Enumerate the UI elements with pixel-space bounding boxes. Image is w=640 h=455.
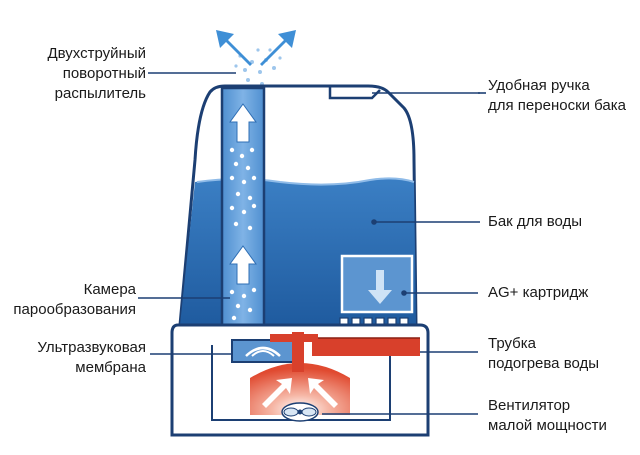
label-nozzle: Двухструйный поворотный распылитель (47, 45, 147, 102)
air-arrow-icon (308, 378, 338, 408)
tank-handle (328, 86, 381, 100)
mist-arrows (216, 30, 296, 66)
ultrasonic-membrane (231, 339, 295, 363)
vapor-up-arrows (229, 103, 257, 285)
hot-air-flow (250, 332, 350, 415)
label-chamber: Камера парообразования (13, 281, 136, 318)
up-arrow-icon (229, 245, 257, 285)
label-handle: Удобная ручка для переноски бака (488, 77, 627, 114)
vapor-dots (229, 147, 257, 321)
label-tank: Бак для воды (488, 213, 583, 230)
down-arrow-icon (368, 270, 392, 304)
mist-arrow-left-icon (216, 30, 252, 66)
label-heater: Трубка подогрева воды (488, 335, 600, 372)
label-membrane: Ультразвуковая мембрана (37, 339, 146, 376)
air-arrow-icon (262, 378, 292, 408)
mist-arrow-right-icon (260, 30, 296, 66)
heater-tube (312, 338, 420, 356)
up-arrow-icon (229, 103, 257, 143)
fan-icon (281, 402, 319, 422)
label-fan: Вентилятор малой мощности (488, 397, 607, 434)
leader-lines (138, 72, 486, 415)
label-cartridge: AG+ картридж (488, 284, 589, 301)
